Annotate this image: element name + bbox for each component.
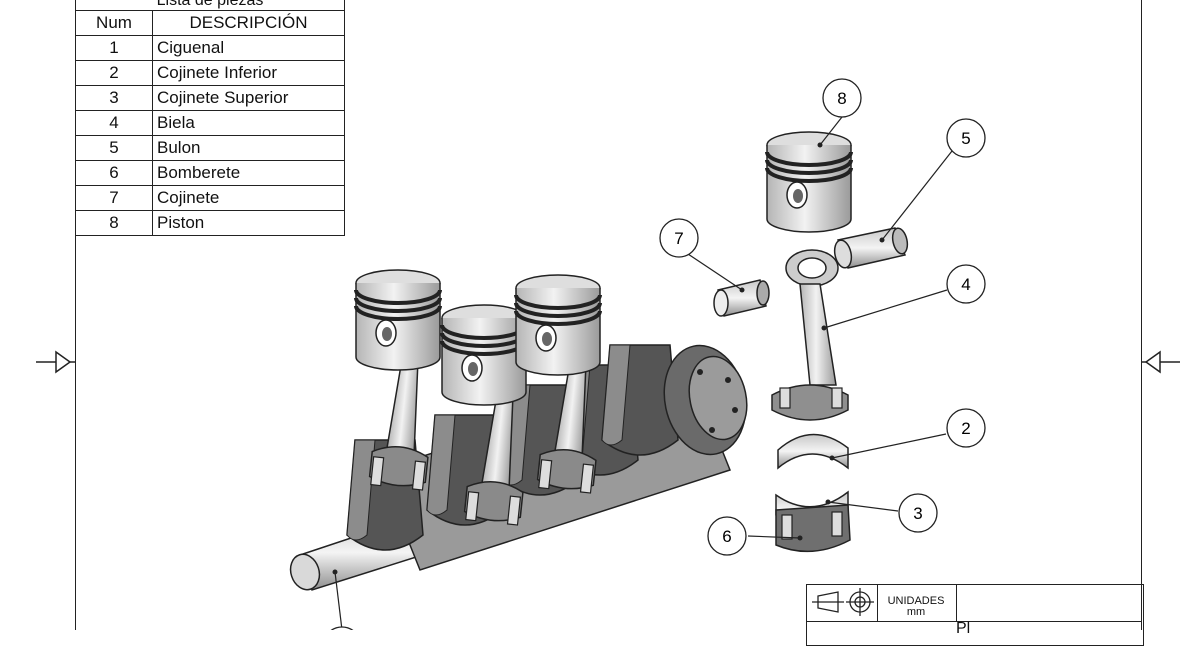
callout-balloon-7: 7 (659, 218, 699, 258)
row-description: Ciguenal (152, 35, 345, 61)
title-block (806, 584, 1144, 646)
plane-label: Pl (956, 620, 971, 637)
callout-leaders (334, 116, 953, 630)
bearing-cap-part (775, 504, 851, 553)
column-header-description: DESCRIPCIÓN (152, 10, 345, 36)
title-block-cell-symbol (807, 585, 878, 622)
svg-text:7: 7 (674, 229, 683, 248)
callout-dots (332, 142, 885, 575)
row-description: Bomberete (152, 160, 345, 186)
row-num: 8 (75, 210, 153, 236)
callout-balloon-2: 2 (946, 408, 986, 448)
row-num: 5 (75, 135, 153, 161)
parts-table-header: Num DESCRIPCIÓN (75, 10, 345, 36)
callout-balloon-4: 4 (946, 264, 986, 304)
row-num: 1 (75, 35, 153, 61)
svg-text:8: 8 (837, 89, 846, 108)
callout-balloon-1: 1 (330, 626, 354, 630)
svg-text:3: 3 (913, 504, 922, 523)
exploded-assembly-drawing: 8 5 7 4 2 3 6 1 (36, 78, 1180, 630)
third-angle-projection-icon (812, 588, 874, 616)
units-label-block: UNIDADES mm (878, 596, 954, 618)
title-block-cell-units (878, 585, 957, 622)
svg-text:4: 4 (961, 275, 970, 294)
bushing-part (713, 279, 770, 317)
row-description: Biela (152, 110, 345, 136)
exploded-piston-part (765, 130, 853, 234)
svg-text:6: 6 (722, 527, 731, 546)
connecting-rod-part (771, 249, 849, 421)
svg-text:2: 2 (961, 419, 970, 438)
units-label: UNIDADES (887, 595, 945, 607)
row-description: Bulon (152, 135, 345, 161)
callout-balloon-6: 6 (707, 516, 747, 556)
title-block-cell-blank (957, 585, 1142, 622)
piston-pin-part (833, 227, 909, 269)
center-mark-left (36, 350, 75, 374)
callout-balloon-3: 3 (898, 493, 938, 533)
callout-balloon-5: 5 (946, 118, 986, 158)
lower-bearing-part (777, 433, 849, 470)
frame-right-border (1141, 0, 1142, 630)
row-num: 2 (75, 60, 153, 86)
callout-balloon-8: 8 (822, 78, 862, 118)
svg-text:5: 5 (961, 129, 970, 148)
units-value: mm (906, 606, 926, 618)
frame-left-border (75, 0, 76, 630)
row-description: Piston (152, 210, 345, 236)
center-mark-right (1141, 350, 1180, 374)
